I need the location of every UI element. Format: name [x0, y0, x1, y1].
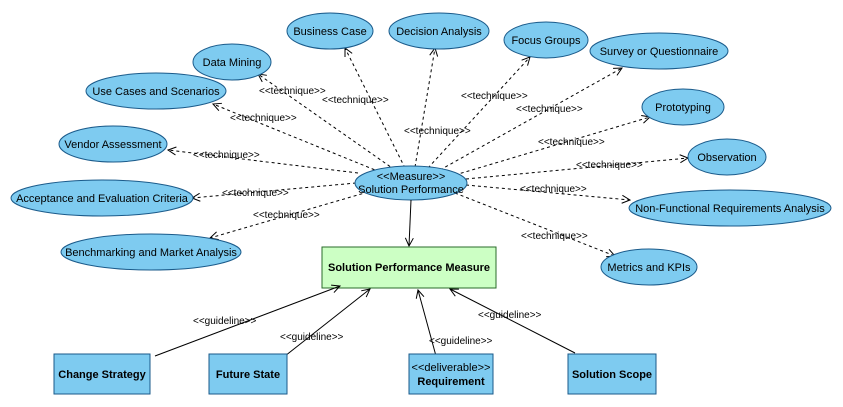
- technique-label: Business Case: [293, 26, 366, 38]
- edge-label-use-cases: <<technique>>: [230, 113, 297, 124]
- guideline-edges: [154, 286, 576, 357]
- edge-label-focus-groups: <<technique>>: [461, 91, 528, 102]
- edge-label-survey: <<technique>>: [516, 104, 583, 115]
- edge-prototyping[interactable]: [454, 117, 650, 176]
- technique-label: Metrics and KPIs: [607, 262, 691, 274]
- edge-vendor-assessment[interactable]: [168, 150, 359, 174]
- technique-data-mining[interactable]: Data Mining: [192, 43, 272, 81]
- technique-label: Survey or Questionnaire: [600, 46, 719, 58]
- edge-decision-analysis[interactable]: [414, 48, 435, 168]
- technique-benchmarking[interactable]: Benchmarking and Market Analysis: [60, 233, 242, 271]
- technique-label: Non-Functional Requirements Analysis: [635, 203, 825, 215]
- technique-vendor-assessment[interactable]: Vendor Assessment: [58, 125, 168, 163]
- edge-survey[interactable]: [439, 68, 622, 171]
- technique-label: Vendor Assessment: [64, 139, 161, 151]
- edge-solution-scope[interactable]: [450, 289, 576, 354]
- center-name: Solution Performance: [358, 184, 464, 196]
- technique-nfr[interactable]: Non-Functional Requirements Analysis: [628, 189, 832, 227]
- technique-label: Observation: [697, 152, 756, 164]
- guideline-label: Solution Scope: [572, 369, 652, 381]
- edge-data-mining[interactable]: [258, 74, 396, 171]
- technique-label: Acceptance and Evaluation Criteria: [16, 193, 189, 205]
- solution-performance-measure-box[interactable]: Solution Performance Measure: [321, 246, 497, 289]
- edge-label-future-state: <<guideline>>: [280, 332, 344, 343]
- edge-use-cases[interactable]: [213, 104, 381, 173]
- guideline-label: Change Strategy: [58, 369, 146, 381]
- technique-survey[interactable]: Survey or Questionnaire: [589, 32, 729, 70]
- guideline-label: Future State: [216, 369, 280, 381]
- technique-nodes: Data Mining Business Case Decision Analy…: [10, 12, 832, 286]
- technique-acceptance[interactable]: Acceptance and Evaluation Criteria: [10, 179, 194, 217]
- technique-focus-groups[interactable]: Focus Groups: [503, 21, 589, 59]
- edge-requirement[interactable]: [418, 290, 437, 357]
- technique-prototyping[interactable]: Prototyping: [641, 88, 725, 126]
- edge-label-metrics: <<technique>>: [521, 231, 588, 242]
- edge-label-benchmarking: <<technique>>: [253, 210, 320, 221]
- technique-label: Decision Analysis: [396, 26, 482, 38]
- edge-label-prototyping: <<technique>>: [538, 137, 605, 148]
- technique-label: Focus Groups: [511, 35, 581, 47]
- technique-business-case[interactable]: Business Case: [286, 12, 374, 50]
- technique-use-cases[interactable]: Use Cases and Scenarios: [85, 72, 227, 110]
- edge-observation[interactable]: [465, 158, 688, 180]
- technique-edges: [168, 48, 688, 256]
- edge-label-observation: <<technique>>: [576, 160, 643, 171]
- edge-future-state[interactable]: [284, 289, 370, 357]
- edge-label-data-mining: <<technique>>: [259, 86, 326, 97]
- technique-label: Prototyping: [655, 102, 711, 114]
- guideline-label: Requirement: [417, 376, 485, 388]
- requirement-box[interactable]: <<deliverable>> Requirement: [408, 353, 494, 395]
- edge-label-decision-analysis: <<technique>>: [404, 126, 471, 137]
- guideline-edge-labels: <<guideline>> <<guideline>> <<guideline>…: [193, 310, 542, 347]
- edge-label-requirement: <<guideline>>: [429, 336, 493, 347]
- technique-observation[interactable]: Observation: [687, 138, 767, 176]
- technique-edge-labels: <<technique>> <<technique>> <<technique>…: [193, 86, 643, 242]
- future-state-box[interactable]: Future State: [208, 353, 288, 395]
- edge-metrics[interactable]: [454, 192, 615, 256]
- edge-label-nfr: <<technique>>: [520, 184, 587, 195]
- requirement-stereotype: <<deliverable>>: [412, 362, 491, 374]
- edge-change-strategy[interactable]: [154, 286, 340, 357]
- edge-label-vendor-assessment: <<technique>>: [193, 150, 260, 161]
- solution-scope-box[interactable]: Solution Scope: [567, 353, 657, 395]
- technique-metrics[interactable]: Metrics and KPIs: [600, 248, 698, 286]
- edge-center-to-measure[interactable]: [409, 199, 411, 246]
- guideline-nodes: Change Strategy Future State <<deliverab…: [53, 353, 657, 395]
- change-strategy-box[interactable]: Change Strategy: [53, 353, 151, 395]
- center-measure-node[interactable]: <<Measure>> Solution Performance: [354, 165, 468, 201]
- technique-label: Data Mining: [203, 57, 262, 69]
- edge-label-change-strategy: <<guideline>>: [193, 316, 257, 327]
- measure-label: Solution Performance Measure: [328, 262, 490, 274]
- technique-label: Use Cases and Scenarios: [92, 86, 220, 98]
- edge-label-solution-scope: <<guideline>>: [478, 310, 542, 321]
- technique-decision-analysis[interactable]: Decision Analysis: [388, 12, 490, 50]
- edge-business-case[interactable]: [345, 48, 406, 169]
- edge-label-business-case: <<technique>>: [322, 95, 389, 106]
- center-stereotype: <<Measure>>: [377, 171, 446, 183]
- edge-label-acceptance: <<technique>>: [222, 188, 289, 199]
- edge-focus-groups[interactable]: [427, 57, 530, 169]
- technique-label: Benchmarking and Market Analysis: [65, 247, 237, 259]
